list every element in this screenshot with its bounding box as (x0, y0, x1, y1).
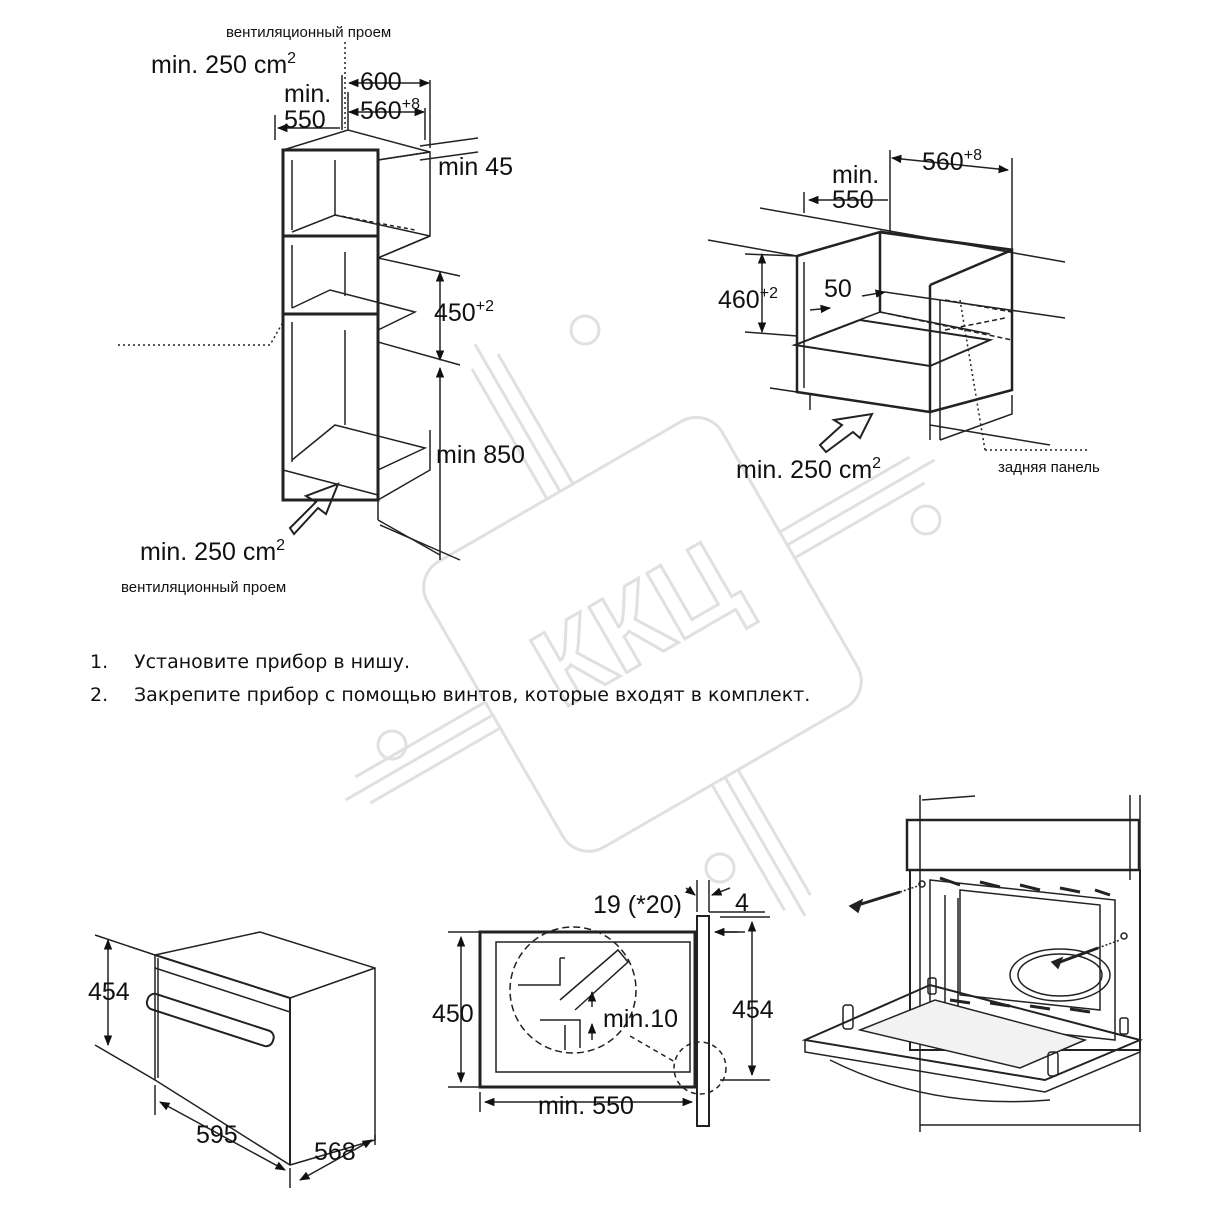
appliance-width: 595 (196, 1121, 238, 1149)
step-text: Закрепите прибор с помощью винтов, котор… (134, 684, 811, 706)
min-850: min 850 (436, 441, 525, 469)
niche-560: 560+8 (360, 96, 420, 125)
appliance-labels: 454 595 568 (88, 978, 356, 1166)
step-text: Установите прибор в нишу. (134, 651, 411, 673)
installed-oven-diagram (801, 795, 1144, 1132)
column-labels: вентиляционный проем min. 250 cm2 600 mi… (121, 24, 525, 596)
min-45: min 45 (438, 153, 513, 181)
step-number: 2. (90, 684, 109, 706)
vent-top-area: min. 250 cm2 (151, 50, 296, 79)
gap-19: 19 (*20) (593, 891, 682, 919)
min-word-column: min. (284, 80, 331, 108)
step-item: 2. Закрепите прибор с помощью винтов, ко… (90, 679, 810, 712)
vent-bottom-area: min. 250 cm2 (140, 537, 285, 566)
niche-450: 450+2 (434, 298, 494, 327)
vent-top-label: вентиляционный проем (226, 24, 391, 41)
width-560: 560+8 (922, 147, 982, 176)
step-number: 1. (90, 651, 109, 673)
gap-4: 4 (735, 889, 749, 917)
min-550-cabinet: 550 (832, 186, 874, 214)
appliance-diagram (94, 931, 376, 1188)
appliance-depth: 568 (314, 1138, 356, 1166)
section-labels: 19 (*20) 4 450 454 min.10 min. 550 (432, 889, 774, 1120)
depth-600: 600 (360, 68, 402, 96)
step-item: 1. Установите прибор в нишу. (90, 646, 810, 679)
section-height-454: 454 (732, 996, 774, 1024)
cabinet-diagram (707, 150, 1090, 454)
min-550-column: 550 (284, 106, 326, 134)
rear-panel-label: задняя панель (998, 459, 1100, 476)
installation-steps: 1. Установите прибор в нишу. 2. Закрепит… (90, 646, 810, 712)
min-10: min.10 (603, 1005, 678, 1033)
section-height-450: 450 (432, 1000, 474, 1028)
column-diagram (118, 42, 479, 561)
section-diagram (448, 880, 770, 1127)
vent-area-cabinet: min. 250 cm2 (736, 455, 881, 484)
cabinet-labels: min. 550 560+8 460+2 50 min. 250 cm2 зад… (718, 147, 1100, 484)
min-word-cabinet: min. (832, 161, 879, 189)
vent-bottom-label: вентиляционный проем (121, 579, 286, 596)
height-460: 460+2 (718, 285, 778, 314)
gap-50: 50 (824, 275, 852, 303)
section-min-550: min. 550 (538, 1092, 634, 1120)
appliance-height: 454 (88, 978, 130, 1006)
